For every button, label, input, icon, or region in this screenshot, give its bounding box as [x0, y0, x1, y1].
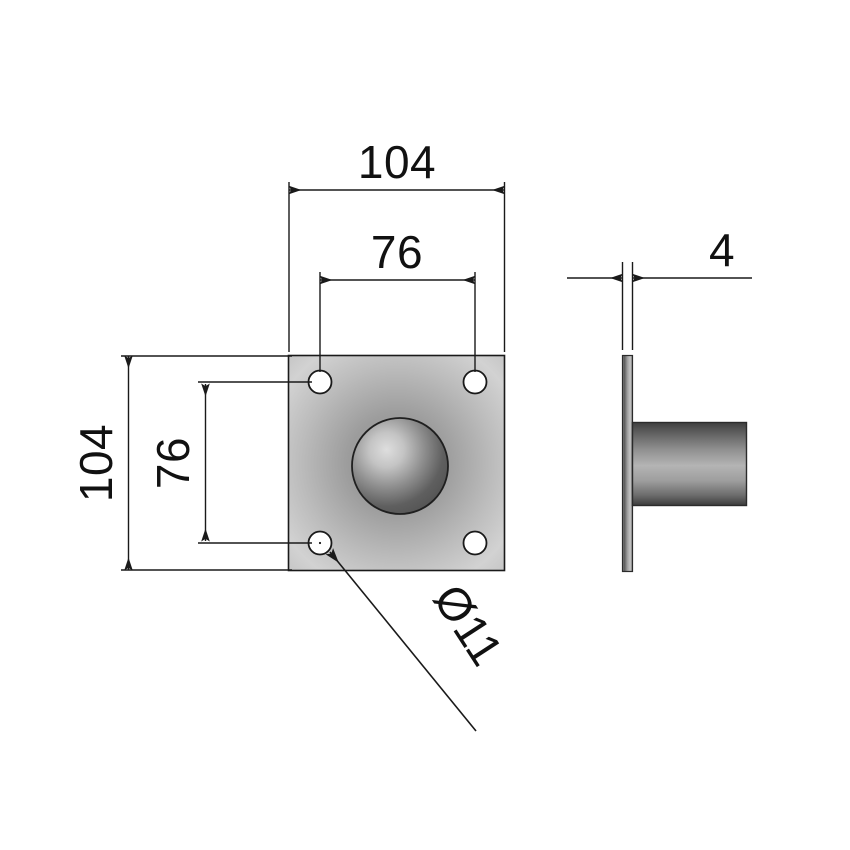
- callout-hole-diameter: Ø11: [325, 548, 514, 732]
- bolt-hole-bottom-right: [462, 530, 488, 556]
- dimension-label-width-overall: 104: [358, 136, 436, 188]
- side-view: [621, 354, 748, 573]
- dimension-hole-pitch-vertical: 76: [147, 381, 312, 544]
- side-plate-body: [621, 354, 634, 573]
- dimension-plate-thickness: 4: [567, 224, 752, 350]
- callout-label-hole-diameter: Ø11: [424, 575, 514, 675]
- bolt-hole-centre-mark: [318, 541, 322, 545]
- dimension-label-hole-pitch-vertical: 76: [147, 437, 199, 489]
- centre-boss: [351, 417, 449, 515]
- dimension-height-overall: 104: [70, 355, 292, 571]
- leader-line: [325, 548, 477, 732]
- dimension-label-hole-pitch-horizontal: 76: [371, 226, 423, 278]
- dimension-label-plate-thickness: 4: [709, 224, 735, 276]
- front-view: [287, 354, 506, 572]
- bolt-hole-top-right: [462, 369, 488, 395]
- side-boss-body: [631, 421, 748, 507]
- dimension-hole-pitch-horizontal: 76: [319, 226, 476, 372]
- dimension-label-height-overall: 104: [70, 424, 122, 502]
- dimension-width-overall: 104: [288, 136, 506, 352]
